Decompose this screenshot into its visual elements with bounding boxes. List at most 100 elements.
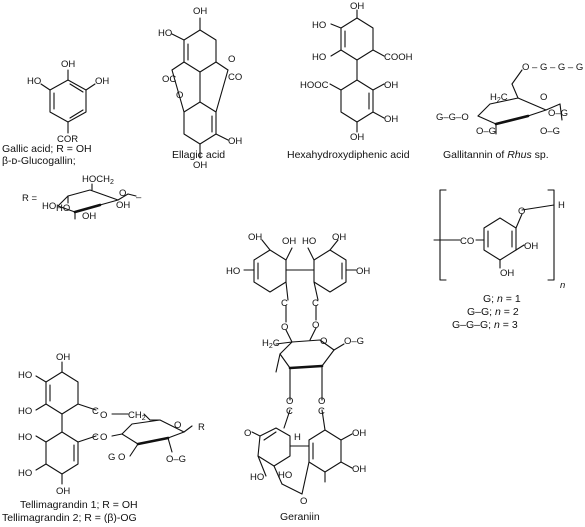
geraniin-structure: OH OH HO HO OH OH C C O O H2C O O–G O O … [226,232,370,507]
tellima-oh-top: OH [56,352,70,363]
gallic-oh-top: OH [61,59,75,70]
tellima-c-1: C [92,406,99,417]
glucogallin-ring-o: O [119,188,126,199]
geraniin-c-1: C [281,298,288,309]
glucogallin-ho-1: HO [42,201,56,212]
ellagic-c-left: O [176,90,183,101]
glucogallin-glucose-structure: R = HOCH2 O HO HO OH OH – [22,174,142,222]
tellima-ho-4: HO [18,468,32,479]
ellagic-o-right: O [228,54,235,65]
geraniin-ring-o: O [320,336,327,347]
gallitannin-h2c: H2C [490,92,508,104]
geraniin-keto-o: O [244,428,251,439]
polymer-oh-2: OH [500,268,514,279]
tellima-ring-o: O [174,420,181,431]
glucogallin-r-equals: R = [22,193,38,204]
gallic-ring-bond [49,79,87,123]
hhdp-cooh: COOH [384,52,413,63]
hhdp-ho-1: HO [312,20,326,31]
glucogallin-hoch2: HOCH2 [82,174,114,186]
hhdp-structure: OH HO HO COOH HOOC OH OH OH [300,1,413,143]
glucogallin-caption: β-ᴅ-Glucogallin; [2,155,76,167]
gallitannin-oggg-top: O – G – G – G [522,62,583,73]
polymer-structure: CO O H OH OH n [433,189,565,291]
polymer-h: H [558,200,565,211]
tellima-ho-3: HO [18,432,32,443]
geraniin-o-1: O [281,322,288,333]
tellima-oh-bottom: OH [56,486,70,497]
geraniin-ho-3: HO [250,472,264,483]
gallitannin-caption: Gallitannin of Rhus sp. [443,149,549,161]
glucogallin-oh: OH [82,211,96,222]
geraniin-ho-2: HO [302,236,316,247]
ellagic-oh-top: OH [193,6,207,17]
hhdp-ho-2: HO [312,52,326,63]
tellima-og-right: O–G [166,454,186,465]
tellima-ho-1: HO [18,370,32,381]
tellimagrandin-structure: OH HO HO C O CH2 C O O R G O O–G HO HO O… [18,352,205,497]
polymer-oh-1: OH [524,241,538,252]
geraniin-oh-6: OH [352,464,366,475]
polymer-co: CO [460,236,474,247]
gallic-cor-label: COR [57,134,78,145]
polymer-n2: G–G; n = 2 [467,306,519,318]
geraniin-h: H [294,432,301,443]
ellagic-o-left: OC [162,74,176,85]
gallic-acid-caption: Gallic acid; R = OH [2,143,92,155]
hhdp-oh-r2: OH [384,114,398,125]
geraniin-oh-4: OH [356,266,370,277]
geraniin-c-4: C [318,406,325,417]
tellimagrandin-2-caption: Tellimagrandin 2; R = (β)-OG [2,512,137,524]
tellima-o-2: O [100,432,107,443]
polymer-n1: G; n = 1 [483,293,521,305]
tellima-o-3: O [118,452,125,463]
polymer-n: n [560,280,565,291]
geraniin-oh-2: OH [282,236,296,247]
ellagic-acid-structure: OH HO O OC CO O OH OH [158,6,242,171]
gallitannin-structure: O – G – G – G H2C O G–G–O O–G O–G O–G [436,62,583,137]
polymer-n3: G–G–G; n = 3 [452,319,518,331]
hhdp-oh-top: OH [350,1,364,12]
glucogallin-bond-dash: – [136,192,142,203]
glucogallin-ho-2: HO [56,203,70,214]
geraniin-ho-1: HO [226,266,240,277]
geraniin-c-2: C [312,298,319,309]
ellagic-oh-right: OH [228,136,242,147]
gallitannin-g-bottom: O–G [476,126,496,137]
glucogallin-oh-2: OH [116,200,130,211]
ellagic-oh-bottom: OH [193,160,207,171]
hhdp-oh-bottom: OH [350,132,364,143]
ellagic-ho-left: HO [158,28,172,39]
gallitannin-ggo-left: G–G–O [436,112,469,123]
tellima-g-og-left: G [108,452,115,463]
geraniin-o-3: O [286,396,293,407]
geraniin-oh-5: OH [352,428,366,439]
gallic-acid-structure: OH OH HO COR [27,59,109,145]
geraniin-bridge-o: O [300,496,307,507]
gallitannin-ring-o: O [540,92,547,103]
tellima-ch2: CH2 [128,410,146,422]
hhdp-caption: Hexahydroxydiphenic acid [287,149,410,161]
hhdp-hooc: HOOC [300,80,329,91]
tellima-ho-2: HO [18,406,32,417]
geraniin-c-3: C [286,406,293,417]
gallitannin-og-bottom: O–G [540,126,560,137]
geraniin-og: O–G [344,336,364,347]
gallic-oh-right: OH [95,76,109,87]
polymer-o: O [518,206,525,217]
gallic-ho-left: HO [27,76,41,87]
tellimagrandin-1-caption: Tellimagrandin 1; R = OH [20,499,138,511]
geraniin-h2c: H2C [262,338,280,350]
tellima-c-2: C [92,432,99,443]
geraniin-oh-3: OH [332,232,346,243]
hhdp-oh-r1: OH [384,80,398,91]
geraniin-caption: Geraniin [280,511,320,523]
geraniin-o-2: O [312,320,319,331]
geraniin-ho-4: HO [278,470,292,481]
geraniin-oh-1: OH [248,232,262,243]
ellagic-acid-caption: Ellagic acid [172,149,225,161]
tellima-r: R [198,422,205,433]
gallitannin-og-right: O–G [548,108,568,119]
tellima-o-1: O [100,410,107,421]
